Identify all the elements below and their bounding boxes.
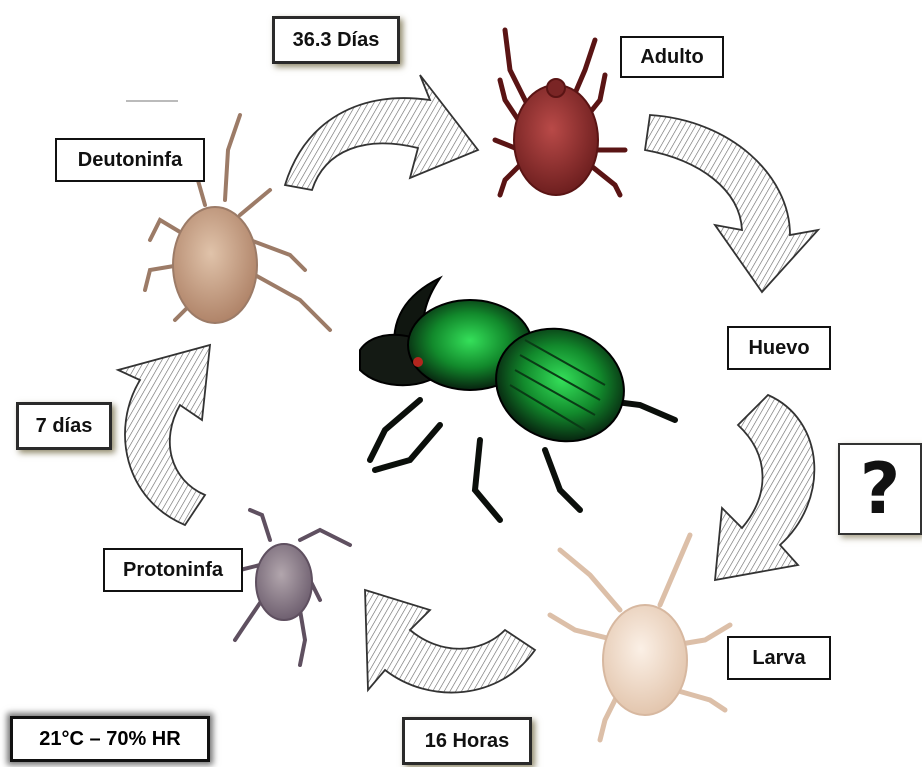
arrow-egg-to-larva	[715, 395, 814, 580]
stage-label-deutonymph: Deutoninfa	[55, 138, 205, 182]
duration-label-deutonymph-to-adult: 36.3 Días	[272, 16, 400, 64]
larva-mite	[550, 535, 730, 740]
arrow-adult-to-egg	[645, 115, 818, 292]
beetle-host	[360, 278, 675, 520]
stage-label-adult: Adulto	[620, 36, 724, 78]
arrow-larva-to-protonymph	[365, 590, 535, 693]
stage-label-larva: Larva	[727, 636, 831, 680]
duration-label-larva-to-protonymph: 16 Horas	[402, 717, 532, 765]
duration-label-protonymph-to-deutonymph: 7 días	[16, 402, 112, 450]
stage-label-egg: Huevo	[727, 326, 831, 370]
rearing-conditions-label: 21°C – 70% HR	[10, 716, 210, 762]
stage-label-protonymph: Protoninfa	[103, 548, 243, 592]
arrow-protonymph-to-deutonymph	[118, 345, 210, 525]
protonymph-mite	[235, 510, 350, 665]
arrow-deutonymph-to-adult	[285, 75, 478, 190]
duration-label-egg-to-larva-unknown: ?	[838, 443, 922, 535]
adult-mite	[495, 30, 625, 195]
